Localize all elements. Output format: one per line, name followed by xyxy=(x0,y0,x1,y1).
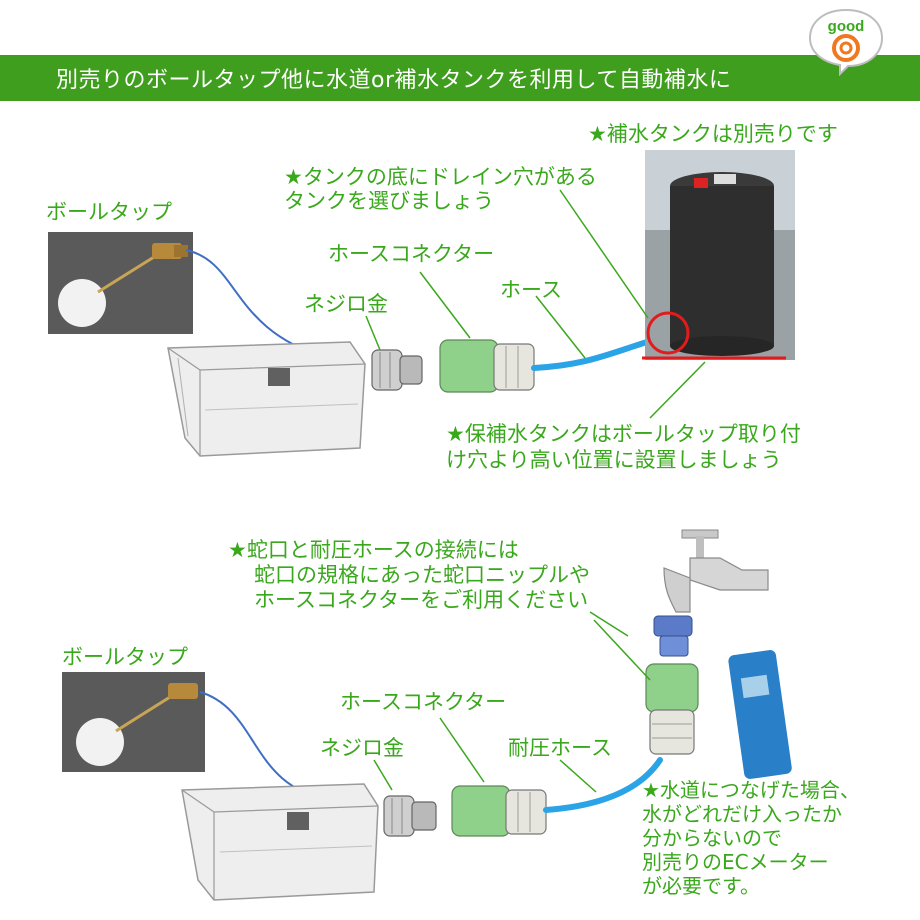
note-ec-line4: 別売りのECメーター xyxy=(642,850,829,874)
screw-fitting-bottom xyxy=(383,795,437,837)
ball-tap-label-bottom: ボールタップ xyxy=(62,645,188,669)
badge-text: good xyxy=(828,18,865,35)
pressure-hose-label: 耐圧ホース xyxy=(508,736,612,760)
good-badge: good xyxy=(808,8,884,76)
leader-lines-top xyxy=(365,189,706,419)
note-drain-hole-line1: ★タンクの底にドレイン穴がある xyxy=(284,165,597,189)
note-position-line2: け穴より高い位置に設置しましょう xyxy=(446,448,782,472)
hose-connector-top xyxy=(439,339,535,393)
container-top xyxy=(167,341,366,457)
note-ec-line3: 分からないので xyxy=(642,826,782,850)
note-faucet-line3: ホースコネクターをご利用ください xyxy=(254,588,589,612)
ball-tap-arrow-bottom xyxy=(199,691,338,809)
ball-tap-photo-bottom xyxy=(62,672,205,772)
note-ec-line2: 水がどれだけ入ったか xyxy=(642,802,842,826)
pressure-hose xyxy=(543,757,663,813)
hose-connector-bottom xyxy=(451,785,547,837)
container-bottom xyxy=(181,783,379,901)
note-ec-line5: が必要です。 xyxy=(642,874,760,898)
ball-tap-label-top: ボールタップ xyxy=(46,200,172,224)
note-faucet-line2: 蛇口の規格にあった蛇口ニップルや xyxy=(254,563,590,587)
water-tank-photo xyxy=(645,150,795,360)
faucet-nipple xyxy=(653,615,693,657)
hose-connector-label-bottom: ホースコネクター xyxy=(340,690,507,714)
note-ec-line1: ★水道につなげた場合、 xyxy=(642,778,860,802)
note-tank-sold-separately: ★補水タンクは別売りです xyxy=(588,122,838,146)
drain-hole-marker xyxy=(646,311,690,355)
hose-label-top: ホース xyxy=(500,278,562,302)
screw-fitting-label-bottom: ネジロ金 xyxy=(320,736,404,760)
screw-fitting-label-top: ネジロ金 xyxy=(304,292,388,316)
note-drain-hole-line2: タンクを選びましょう xyxy=(284,189,494,213)
faucet-photo xyxy=(663,529,769,613)
note-faucet-line1: ★蛇口と耐圧ホースの接続には xyxy=(228,538,519,562)
header-banner xyxy=(0,55,920,101)
ball-tap-photo-top xyxy=(48,232,193,334)
hose-connector-label-top: ホースコネクター xyxy=(328,242,495,266)
banner-title: 別売りのボールタップ他に水道or補水タンクを利用して自動補水に xyxy=(56,68,732,93)
note-position-line1: ★保補水タンクはボールタップ取り付 xyxy=(446,422,801,446)
hose-top xyxy=(531,335,663,371)
screw-fitting-top xyxy=(371,349,423,391)
ec-meter-photo xyxy=(728,650,792,779)
hose-connector-vertical xyxy=(645,663,699,755)
leader-lines-bottom xyxy=(373,611,651,793)
